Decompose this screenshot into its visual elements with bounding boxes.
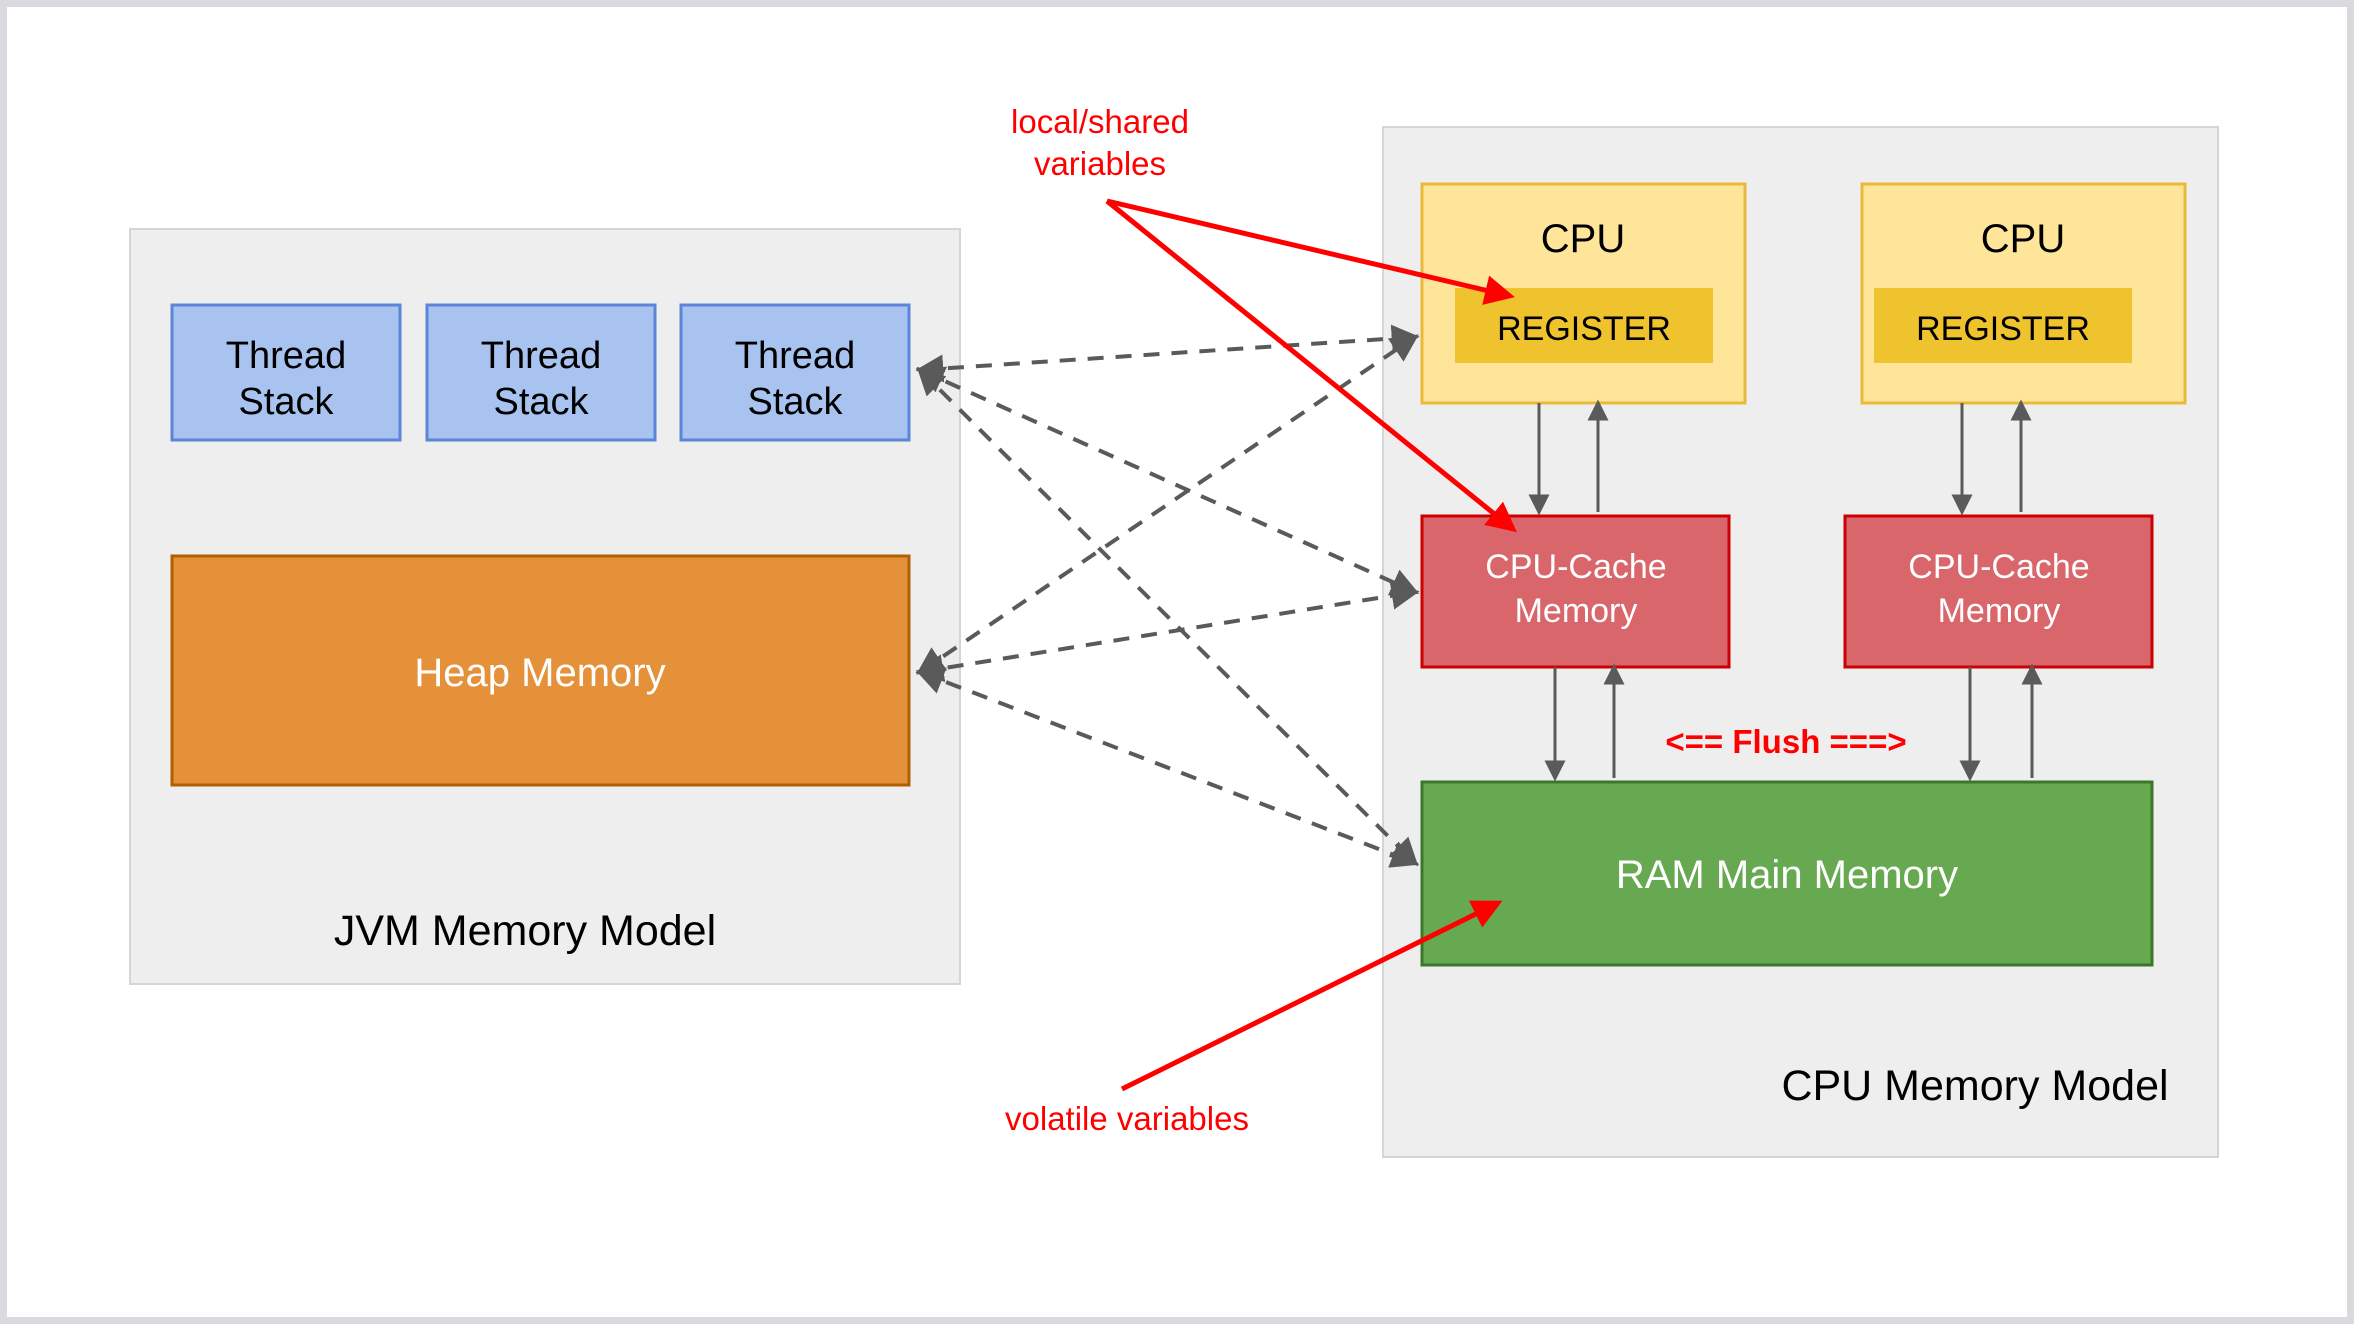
arrow-heap-cache1	[915, 581, 1420, 683]
thread-stack-label-1a: Thread	[226, 335, 346, 377]
arrow-threadstack-cache1	[915, 366, 1420, 596]
arrow-local-shared-to-register	[1106, 198, 1515, 305]
cpu-label-1: CPU	[1541, 217, 1625, 261]
jvm-panel-title: JVM Memory Model	[334, 907, 716, 955]
cpu-cache-label-2b: Memory	[1938, 592, 2061, 630]
register-box-2[interactable]	[1874, 288, 2132, 363]
cpu-cache-label-2a: CPU-Cache	[1908, 548, 2089, 586]
arrow-local-shared-to-cache	[1105, 199, 1517, 533]
annotation-volatile: volatile variables	[1005, 1100, 1249, 1137]
cpu-cache-label-1b: Memory	[1515, 592, 1638, 630]
arrow-heap-ram	[915, 667, 1420, 868]
heap-memory-box[interactable]	[170, 554, 911, 787]
thread-stack-label-2a: Thread	[481, 335, 601, 377]
annotation-local-shared-line1: local/shared	[1011, 103, 1189, 140]
heap-memory-label: Heap Memory	[414, 651, 665, 695]
arrow-threadstack-ram	[916, 366, 1419, 867]
cpu-cache-label-1a: CPU-Cache	[1485, 548, 1666, 586]
arrow-threadstack-register1	[915, 324, 1420, 383]
thread-stack-label-2b: Stack	[493, 381, 589, 423]
thread-stack-box-1[interactable]	[170, 303, 402, 442]
thread-stack-box-2[interactable]	[425, 303, 657, 442]
register-label-2: REGISTER	[1916, 310, 2090, 348]
register-label-1: REGISTER	[1497, 310, 1671, 348]
cpu-cache-box-2[interactable]	[1843, 514, 2154, 669]
thread-stack-label-3b: Stack	[747, 381, 843, 423]
annotation-local-shared-line2: variables	[1034, 145, 1166, 182]
arrow-volatile-to-ram	[1120, 900, 1503, 1092]
thread-stack-label-1b: Stack	[238, 381, 334, 423]
ram-main-memory-box[interactable]	[1420, 780, 2154, 967]
cpu-cache-box-1[interactable]	[1420, 514, 1731, 669]
ram-main-memory-label: RAM Main Memory	[1616, 853, 1958, 897]
thread-stack-box-3[interactable]	[679, 303, 911, 442]
thread-stack-label-3a: Thread	[735, 335, 855, 377]
cpu-panel-title: CPU Memory Model	[1781, 1062, 2168, 1110]
flush-label: <== Flush ===>	[1665, 723, 1906, 760]
cpu-label-2: CPU	[1981, 217, 2065, 261]
